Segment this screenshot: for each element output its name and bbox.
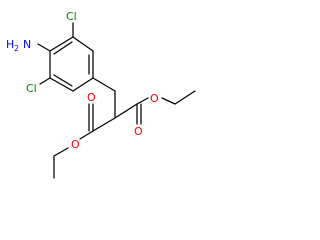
ch-carbonyl-right-bond bbox=[114, 103, 138, 119]
ring-bond bbox=[49, 36, 74, 52]
atom-label-cl-top: Cl bbox=[66, 10, 77, 23]
ring-bond bbox=[72, 77, 94, 92]
atom-label-o-right-carbonyl: O bbox=[134, 125, 143, 138]
atom-label-o-right-ester: O bbox=[150, 92, 159, 105]
left-oester-ch2-bond bbox=[53, 147, 69, 157]
atom-label-cl-left: Cl bbox=[26, 82, 37, 95]
c-cl-left-bond bbox=[39, 77, 51, 85]
c-n-bond bbox=[37, 43, 51, 52]
right-c-oester-bond bbox=[136, 97, 149, 105]
atom-label-h2: H bbox=[6, 38, 14, 51]
ring-double-bond-inner bbox=[53, 74, 73, 87]
ring-bond bbox=[49, 77, 74, 92]
structure-canvas: Cl H 2 N Cl O O O O bbox=[6, 10, 196, 179]
atom-label-o-left-ester: O bbox=[71, 138, 80, 151]
right-ethyl-bond bbox=[174, 90, 196, 105]
left-c-oester-bond bbox=[79, 130, 94, 140]
ring-double-bond-inner bbox=[53, 41, 73, 55]
atom-label-o-left-carbonyl: O bbox=[87, 91, 96, 104]
molecule-diagram: Cl H 2 N Cl O O O O bbox=[6, 10, 196, 179]
aryl-ch2-bond bbox=[92, 77, 116, 92]
ch-carbonyl-left-bond bbox=[92, 117, 116, 132]
right-oester-ch2-bond bbox=[161, 97, 176, 105]
atom-label-h2-subscript: 2 bbox=[14, 44, 19, 53]
ring-bond bbox=[72, 36, 94, 52]
benzene-ring bbox=[49, 36, 94, 92]
atom-label-n: N bbox=[23, 38, 31, 51]
